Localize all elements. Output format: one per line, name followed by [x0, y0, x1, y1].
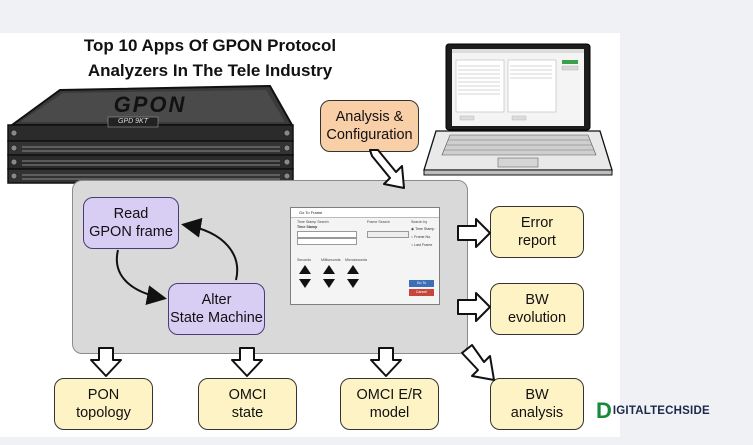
analysis-configuration-line-2: Configuration — [326, 127, 413, 143]
device-model-label: GPD 9KT — [118, 118, 148, 125]
seconds-label: Seconds — [297, 258, 311, 262]
error-report-line-1: Error — [520, 215, 554, 231]
time-stamp-input[interactable] — [297, 231, 357, 238]
bw-evolution-line-1: BW — [525, 292, 549, 308]
arrow-to-omci-state — [231, 347, 263, 377]
go-to-button[interactable]: Go To — [409, 280, 434, 287]
arrow-to-bw-analysis — [461, 344, 495, 381]
title-line-2: Analyzers In The Tele Industry — [87, 61, 333, 80]
bw-analysis-line-2: analysis — [510, 405, 564, 421]
radio-time-stamp[interactable]: ◉ Time Stamp — [411, 227, 435, 231]
device-brand-label: GPON — [113, 92, 187, 117]
bw-evolution-line-2: evolution — [507, 310, 567, 326]
go-to-frame-dialog: Go To Frame Time Stamp Search Time Stamp… — [290, 207, 440, 305]
omci-state-box: OMCI state — [198, 378, 297, 430]
omci-model-line-1: OMCI E/R — [356, 387, 423, 403]
frame-number-input[interactable] — [367, 231, 409, 238]
bw-analysis-box: BW analysis — [490, 378, 584, 430]
radio-frame-no[interactable]: ○ Frame No. — [411, 235, 432, 239]
milliseconds-label: Milliseconds — [321, 258, 341, 262]
micros-up-icon — [347, 265, 359, 274]
right-background-band — [620, 33, 753, 445]
arrow-to-omci-model — [370, 347, 402, 377]
read-frame-line-1: Read — [113, 206, 149, 222]
pon-topology-line-2: topology — [76, 405, 131, 421]
logo-text: IGITALTECHSIDE — [612, 405, 710, 417]
read-frame-line-2: GPON frame — [89, 224, 173, 240]
title-line-1: Top 10 Apps Of GPON Protocol — [83, 36, 337, 55]
page-title: Top 10 Apps Of GPON Protocol Analyzers I… — [40, 33, 380, 83]
bottom-background-band — [0, 437, 620, 445]
omci-er-model-box: OMCI E/R model — [340, 378, 439, 430]
stepper-arrows — [299, 265, 359, 288]
arrow-to-bw-evolution — [457, 292, 491, 322]
omci-state-line-1: OMCI — [228, 387, 267, 403]
microseconds-label: Microseconds — [345, 258, 368, 262]
arrow-to-error-report — [457, 218, 491, 248]
pon-topology-box: PON topology — [54, 378, 153, 430]
radio-time-stamp-label: Time Stamp — [415, 227, 435, 231]
alter-state-line-1: Alter — [201, 292, 232, 308]
time-stamp-input-2[interactable] — [297, 238, 357, 245]
omci-state-line-2: state — [231, 405, 264, 421]
analysis-configuration-line-1: Analysis & — [335, 109, 404, 125]
time-stamp-label: Time Stamp — [297, 225, 318, 229]
cycle-arrow-down — [115, 249, 167, 305]
radio-last-frame[interactable]: ○ Last Frame — [411, 243, 433, 247]
millis-up-icon — [323, 265, 335, 274]
digitaltechside-logo: D IGITALTECHSIDE — [596, 400, 746, 422]
logo-mark: D — [596, 398, 612, 423]
bw-analysis-line-1: BW — [525, 387, 549, 403]
alter-state-machine-box: Alter State Machine — [168, 283, 265, 335]
micros-down-icon — [347, 279, 359, 288]
top-background-band — [0, 0, 753, 33]
cycle-arrow-up — [181, 217, 239, 281]
alter-state-line-2: State Machine — [170, 310, 263, 326]
cancel-button[interactable]: Cancel — [409, 289, 434, 296]
pon-topology-line-1: PON — [87, 387, 120, 403]
read-gpon-frame-box: Read GPON frame — [83, 197, 179, 249]
millis-down-icon — [323, 279, 335, 288]
search-by-label: Search by — [411, 220, 428, 224]
error-report-box: Error report — [490, 206, 584, 258]
dialog-titlebar: Go To Frame — [291, 208, 439, 218]
arrow-to-pon-topology — [90, 347, 122, 377]
radio-frame-no-label: Frame No. — [414, 235, 432, 239]
time-stamp-search-label: Time Stamp Search — [297, 220, 329, 224]
radio-last-frame-label: Last Frame — [414, 243, 433, 247]
omci-model-line-2: model — [369, 405, 410, 421]
bw-evolution-box: BW evolution — [490, 283, 584, 335]
analysis-configuration-box: Analysis & Configuration — [320, 100, 419, 152]
seconds-up-icon — [299, 265, 311, 274]
frame-search-label: Frame Search — [367, 220, 390, 224]
seconds-down-icon — [299, 279, 311, 288]
analysis-to-panel-arrow — [369, 149, 405, 189]
error-report-line-2: report — [518, 233, 556, 249]
